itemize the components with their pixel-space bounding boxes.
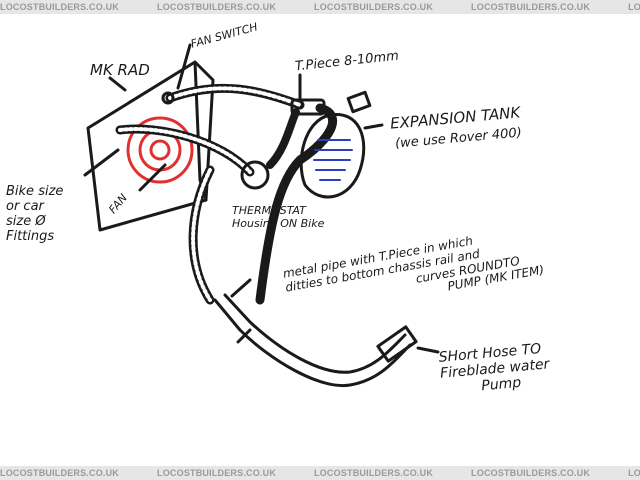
- label-mk-rad: MK RAD: [90, 61, 150, 79]
- metal-pipe: [213, 298, 412, 388]
- thermostat-housing: [240, 160, 270, 190]
- short-hose: [376, 325, 418, 363]
- expansion-tank: [299, 113, 366, 199]
